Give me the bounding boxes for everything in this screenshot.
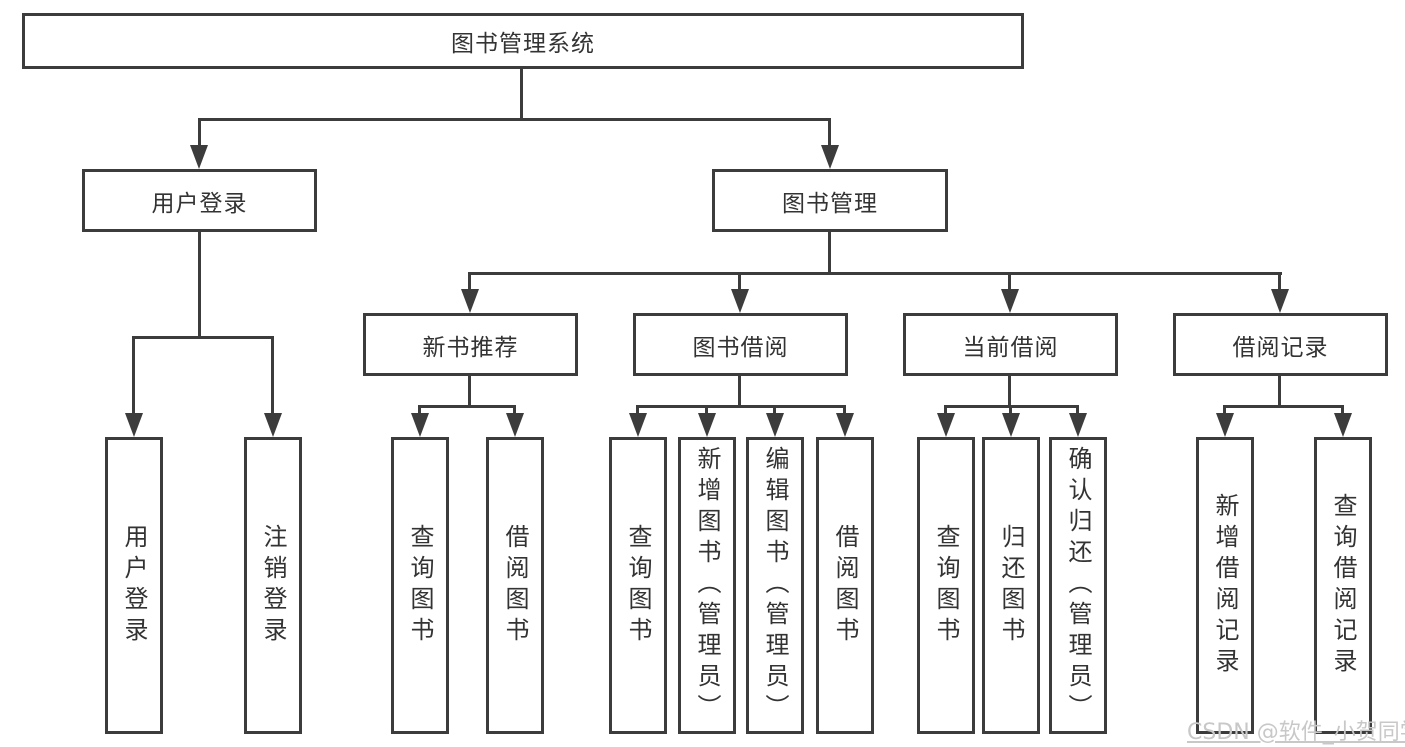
leaf-current-query-books-label: 查询图书 xyxy=(932,523,960,648)
connector-line xyxy=(738,375,741,408)
connector-line xyxy=(198,118,831,121)
leaf-borrow-query-books-label: 查询图书 xyxy=(624,523,652,648)
arrow-down-icon xyxy=(1001,289,1019,313)
connector-line xyxy=(843,405,846,418)
node-book-management: 图书管理 xyxy=(712,169,948,232)
connector-line xyxy=(198,118,201,150)
node-user-login: 用户登录 xyxy=(82,169,317,232)
leaf-newbook-query-books-label: 查询图书 xyxy=(406,523,434,648)
leaf-borrow-add-books-admin: 新增图书（管理员） xyxy=(678,437,736,734)
connector-line xyxy=(132,336,274,339)
leaf-records-add-record-label: 新增借阅记录 xyxy=(1211,492,1239,679)
leaf-current-return-books-label: 归还图书 xyxy=(997,523,1025,648)
arrow-down-icon xyxy=(836,413,854,437)
leaf-newbook-borrow-books-label: 借阅图书 xyxy=(501,523,529,648)
arrow-down-icon xyxy=(629,413,647,437)
arrow-down-icon xyxy=(766,413,784,437)
leaf-user-login: 用户登录 xyxy=(105,437,163,734)
leaf-user-login-label: 用户登录 xyxy=(120,523,148,648)
arrow-down-icon xyxy=(821,145,839,169)
arrow-down-icon xyxy=(190,145,208,169)
leaf-records-query-record-label: 查询借阅记录 xyxy=(1329,492,1357,679)
connector-line xyxy=(944,405,947,418)
watermark: CSDN @软件_小贺同学 xyxy=(1187,720,1405,745)
connector-line xyxy=(738,272,741,294)
node-book-borrow-label: 图书借阅 xyxy=(692,334,789,361)
connector-line xyxy=(1223,405,1226,418)
arrow-down-icon xyxy=(506,413,524,437)
arrow-down-icon xyxy=(1271,289,1289,313)
leaf-current-return-books: 归还图书 xyxy=(982,437,1040,734)
node-book-management-label: 图书管理 xyxy=(782,190,878,217)
connector-line xyxy=(513,405,516,418)
arrow-down-icon xyxy=(1216,413,1234,437)
leaf-current-confirm-return-admin-label: 确认归还（管理员） xyxy=(1064,446,1092,725)
leaf-newbook-borrow-books: 借阅图书 xyxy=(486,437,544,734)
arrow-down-icon xyxy=(461,289,479,313)
connector-line xyxy=(1223,405,1344,408)
leaf-borrow-edit-books-admin-label: 编辑图书（管理员） xyxy=(761,446,789,725)
connector-line xyxy=(1076,405,1079,418)
connector-line xyxy=(132,336,135,418)
connector-line xyxy=(418,405,421,418)
connector-line xyxy=(1008,375,1011,408)
connector-line xyxy=(705,405,708,418)
node-root-label: 图书管理系统 xyxy=(451,31,595,57)
leaf-logout: 注销登录 xyxy=(244,437,302,734)
connector-line xyxy=(828,232,831,275)
arrow-down-icon xyxy=(1069,413,1087,437)
leaf-records-query-record: 查询借阅记录 xyxy=(1314,437,1372,734)
connector-line xyxy=(636,405,846,408)
connector-line xyxy=(468,375,471,408)
connector-line xyxy=(636,405,639,418)
node-new-book-recommend: 新书推荐 xyxy=(363,313,578,376)
leaf-newbook-query-books: 查询图书 xyxy=(391,437,449,734)
connector-line xyxy=(1341,405,1344,418)
leaf-records-add-record: 新增借阅记录 xyxy=(1196,437,1254,734)
leaf-logout-label: 注销登录 xyxy=(259,523,287,648)
connector-line xyxy=(1278,375,1281,408)
leaf-borrow-borrow-books-label: 借阅图书 xyxy=(831,523,859,648)
node-borrow-records-label: 借阅记录 xyxy=(1232,334,1329,361)
connector-line xyxy=(468,272,471,294)
arrow-down-icon xyxy=(731,289,749,313)
connector-line xyxy=(1009,405,1012,418)
connector-line xyxy=(520,69,523,121)
connector-line xyxy=(418,405,516,408)
arrow-down-icon xyxy=(1002,413,1020,437)
connector-line xyxy=(773,405,776,418)
connector-line xyxy=(271,336,274,418)
arrow-down-icon xyxy=(698,413,716,437)
node-root: 图书管理系统 xyxy=(22,13,1024,69)
arrow-down-icon xyxy=(125,413,143,437)
node-book-borrow: 图书借阅 xyxy=(633,313,848,376)
node-current-borrow: 当前借阅 xyxy=(903,313,1118,376)
arrow-down-icon xyxy=(937,413,955,437)
node-user-login-label: 用户登录 xyxy=(151,190,248,217)
node-borrow-records: 借阅记录 xyxy=(1173,313,1388,376)
connector-line xyxy=(1008,272,1011,294)
connector-line xyxy=(1278,272,1281,294)
node-new-book-recommend-label: 新书推荐 xyxy=(422,334,519,361)
connector-line xyxy=(828,118,831,150)
connector-line xyxy=(468,272,1282,275)
node-current-borrow-label: 当前借阅 xyxy=(962,334,1059,361)
connector-line xyxy=(198,232,201,339)
leaf-borrow-add-books-admin-label: 新增图书（管理员） xyxy=(693,446,721,725)
arrow-down-icon xyxy=(264,413,282,437)
leaf-borrow-borrow-books: 借阅图书 xyxy=(816,437,874,734)
leaf-borrow-edit-books-admin: 编辑图书（管理员） xyxy=(746,437,804,734)
arrow-down-icon xyxy=(1334,413,1352,437)
arrow-down-icon xyxy=(411,413,429,437)
leaf-current-confirm-return-admin: 确认归还（管理员） xyxy=(1049,437,1107,734)
leaf-current-query-books: 查询图书 xyxy=(917,437,975,734)
leaf-borrow-query-books: 查询图书 xyxy=(609,437,667,734)
